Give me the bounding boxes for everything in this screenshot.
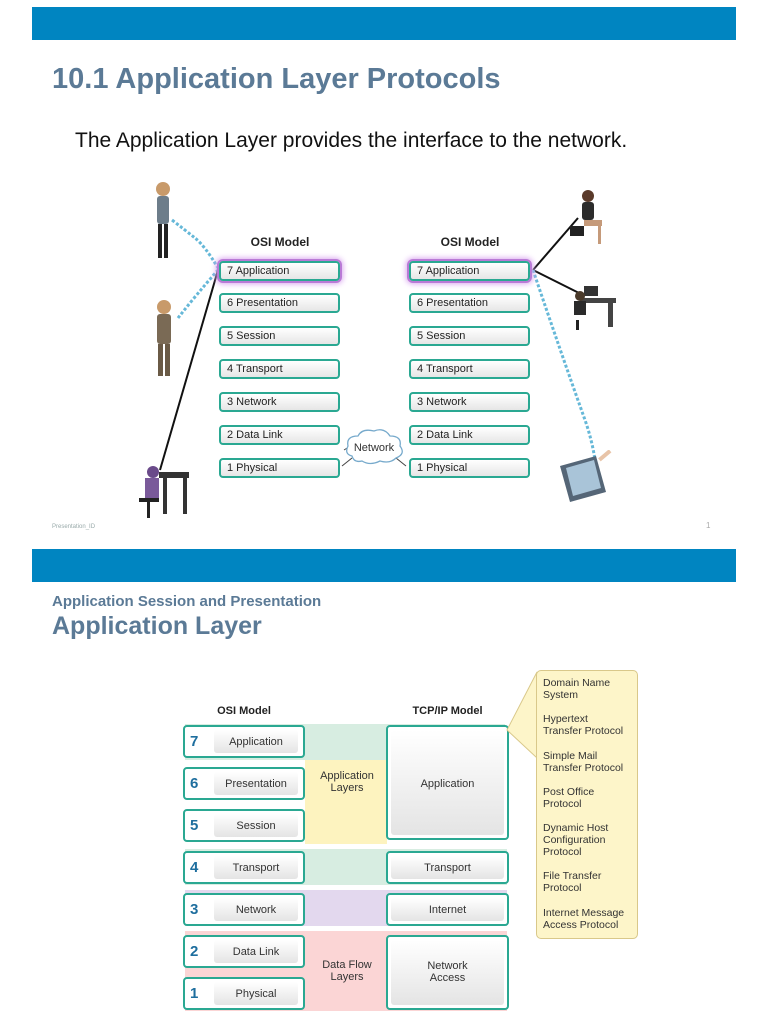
osi-layer-number: 4 — [190, 859, 199, 876]
left-layer-application: 7 Application — [219, 261, 340, 281]
protocol-ftp: File Transfer Protocol — [543, 870, 602, 894]
protocols-list: Domain Name System Hypertext Transfer Pr… — [536, 670, 638, 939]
network-cloud-icon — [341, 429, 407, 467]
slide1-footer-id: Presentation_ID — [52, 524, 96, 530]
protocol-smtp: Simple Mail Transfer Protocol — [543, 750, 624, 774]
tcp-layer-internet: Internet — [386, 893, 509, 926]
osi-layer-1: 1 Physical — [183, 977, 305, 1010]
right-layer-transport: 4 Transport — [409, 359, 530, 379]
protocol-dns: Domain Name System — [543, 677, 611, 701]
protocol-dhcp: Dynamic Host Configuration Protocol — [543, 822, 609, 858]
person-desk-left-icon — [139, 466, 189, 518]
protocol-pop: Post Office Protocol — [543, 786, 595, 810]
osi-layer-number: 1 — [190, 985, 199, 1002]
line-right-desk — [532, 269, 584, 296]
tablet-pda-icon — [560, 450, 612, 502]
left-layer-presentation: 6 Presentation — [219, 293, 340, 313]
osi-layer-label: Network — [214, 898, 298, 921]
osi-layer-number: 7 — [190, 733, 199, 750]
slide1-header-bar — [32, 7, 736, 40]
person-desk-right-icon — [574, 286, 616, 330]
line-left-desk — [159, 269, 219, 471]
osi-layer-number: 2 — [190, 943, 199, 960]
slide1-connections — [159, 217, 597, 471]
tcp-layer-label: Application — [391, 730, 504, 835]
osi-layer-label: Data Link — [214, 940, 298, 963]
right-layer-session: 5 Session — [409, 326, 530, 346]
left-layer-datalink: 2 Data Link — [219, 425, 340, 445]
coil-right-tablet — [531, 269, 597, 461]
tcp-layer-label: Transport — [391, 856, 504, 879]
slide1-page-number: 1 — [706, 521, 711, 530]
osi-layer-label: Physical — [214, 982, 298, 1005]
osi-model-heading: OSI Model — [217, 705, 271, 717]
osi-layer-4: 4 Transport — [183, 851, 305, 884]
right-osi-model-heading: OSI Model — [440, 235, 500, 249]
right-layer-network: 3 Network — [409, 392, 530, 412]
right-layer-presentation: 6 Presentation — [409, 293, 530, 313]
data-flow-layers-label: Data Flow Layers — [322, 959, 372, 983]
osi-layer-number: 5 — [190, 817, 199, 834]
tcp-layer-label: Internet — [391, 898, 504, 921]
tcpip-model-heading: TCP/IP Model — [412, 705, 483, 717]
right-layer-application: 7 Application — [409, 261, 530, 281]
slide2-header-bar — [32, 549, 736, 582]
osi-layer-number: 3 — [190, 901, 199, 918]
left-osi-model-heading: OSI Model — [250, 235, 310, 249]
protocol-callout-pointer — [506, 671, 538, 760]
tcp-layer-application: Application — [386, 725, 509, 840]
osi-layer-label: Transport — [214, 856, 298, 879]
person-seated-right-icon — [570, 190, 602, 244]
tcp-layer-label: Network Access — [391, 940, 504, 1005]
osi-layer-5: 5 Session — [183, 809, 305, 842]
left-layer-network: 3 Network — [219, 392, 340, 412]
person-man-phone-icon — [157, 300, 171, 376]
right-layer-datalink: 2 Data Link — [409, 425, 530, 445]
slide1-subtitle: The Application Layer provides the inter… — [75, 129, 628, 152]
coil-left-top — [171, 218, 220, 269]
slide1-title: 10.1 Application Layer Protocols — [52, 63, 501, 95]
protocol-http: Hypertext Transfer Protocol — [543, 713, 624, 737]
osi-layer-label: Presentation — [214, 772, 298, 795]
right-layer-physical: 1 Physical — [409, 458, 530, 478]
slide2-title: Application Layer — [52, 612, 262, 640]
left-layer-session: 5 Session — [219, 326, 340, 346]
protocol-imap: Internet Message Access Protocol — [543, 907, 625, 931]
left-layer-transport: 4 Transport — [219, 359, 340, 379]
osi-layer-3: 3 Network — [183, 893, 305, 926]
slide2-section: Application Session and Presentation — [52, 593, 322, 610]
person-woman-phone-icon — [156, 182, 170, 258]
osi-layer-label: Application — [214, 730, 298, 753]
tcp-layer-transport: Transport — [386, 851, 509, 884]
left-layer-physical: 1 Physical — [219, 458, 340, 478]
network-cloud-label: Network — [353, 442, 395, 454]
osi-layer-label: Session — [214, 814, 298, 837]
tcp-layer-network-access: Network Access — [386, 935, 509, 1010]
osi-layer-number: 6 — [190, 775, 199, 792]
band-application-layers — [305, 760, 387, 844]
application-layers-label: Application Layers — [320, 770, 374, 794]
osi-layer-6: 6 Presentation — [183, 767, 305, 800]
osi-layer-2: 2 Data Link — [183, 935, 305, 968]
coil-left-mid — [176, 269, 220, 319]
osi-layer-7: 7 Application — [183, 725, 305, 758]
